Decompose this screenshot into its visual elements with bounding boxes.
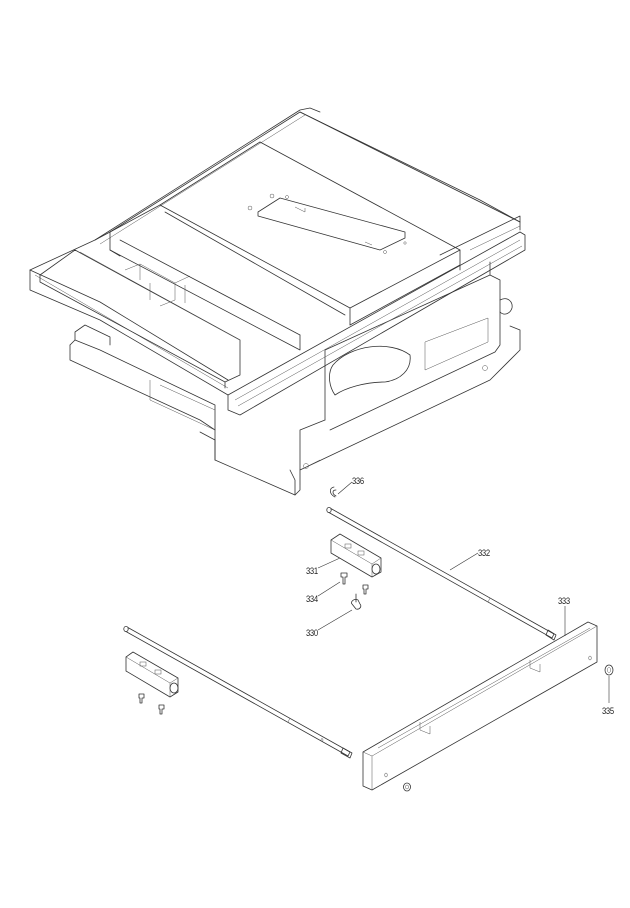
- part-336-retaining-ring: [329, 481, 353, 498]
- table-saw-assembly: [29, 107, 526, 496]
- callout-336: 336: [352, 476, 364, 486]
- second-rail-bracket: [125, 651, 179, 715]
- part-331-rail-bracket: [317, 533, 382, 578]
- second-rail-rod: [123, 626, 353, 759]
- part-334-screws: [317, 572, 369, 597]
- callout-332: 332: [478, 548, 490, 558]
- part-335-nut: [403, 664, 614, 792]
- callout-334: 334: [306, 594, 318, 604]
- callout-335: 335: [602, 706, 614, 716]
- part-333-end-rail: [362, 606, 598, 791]
- callout-331: 331: [306, 566, 318, 576]
- callout-330: 330: [306, 628, 318, 638]
- callout-333: 333: [558, 596, 570, 606]
- part-332-rail-rod: [326, 506, 557, 641]
- part-330-thumb-screw: [317, 593, 362, 631]
